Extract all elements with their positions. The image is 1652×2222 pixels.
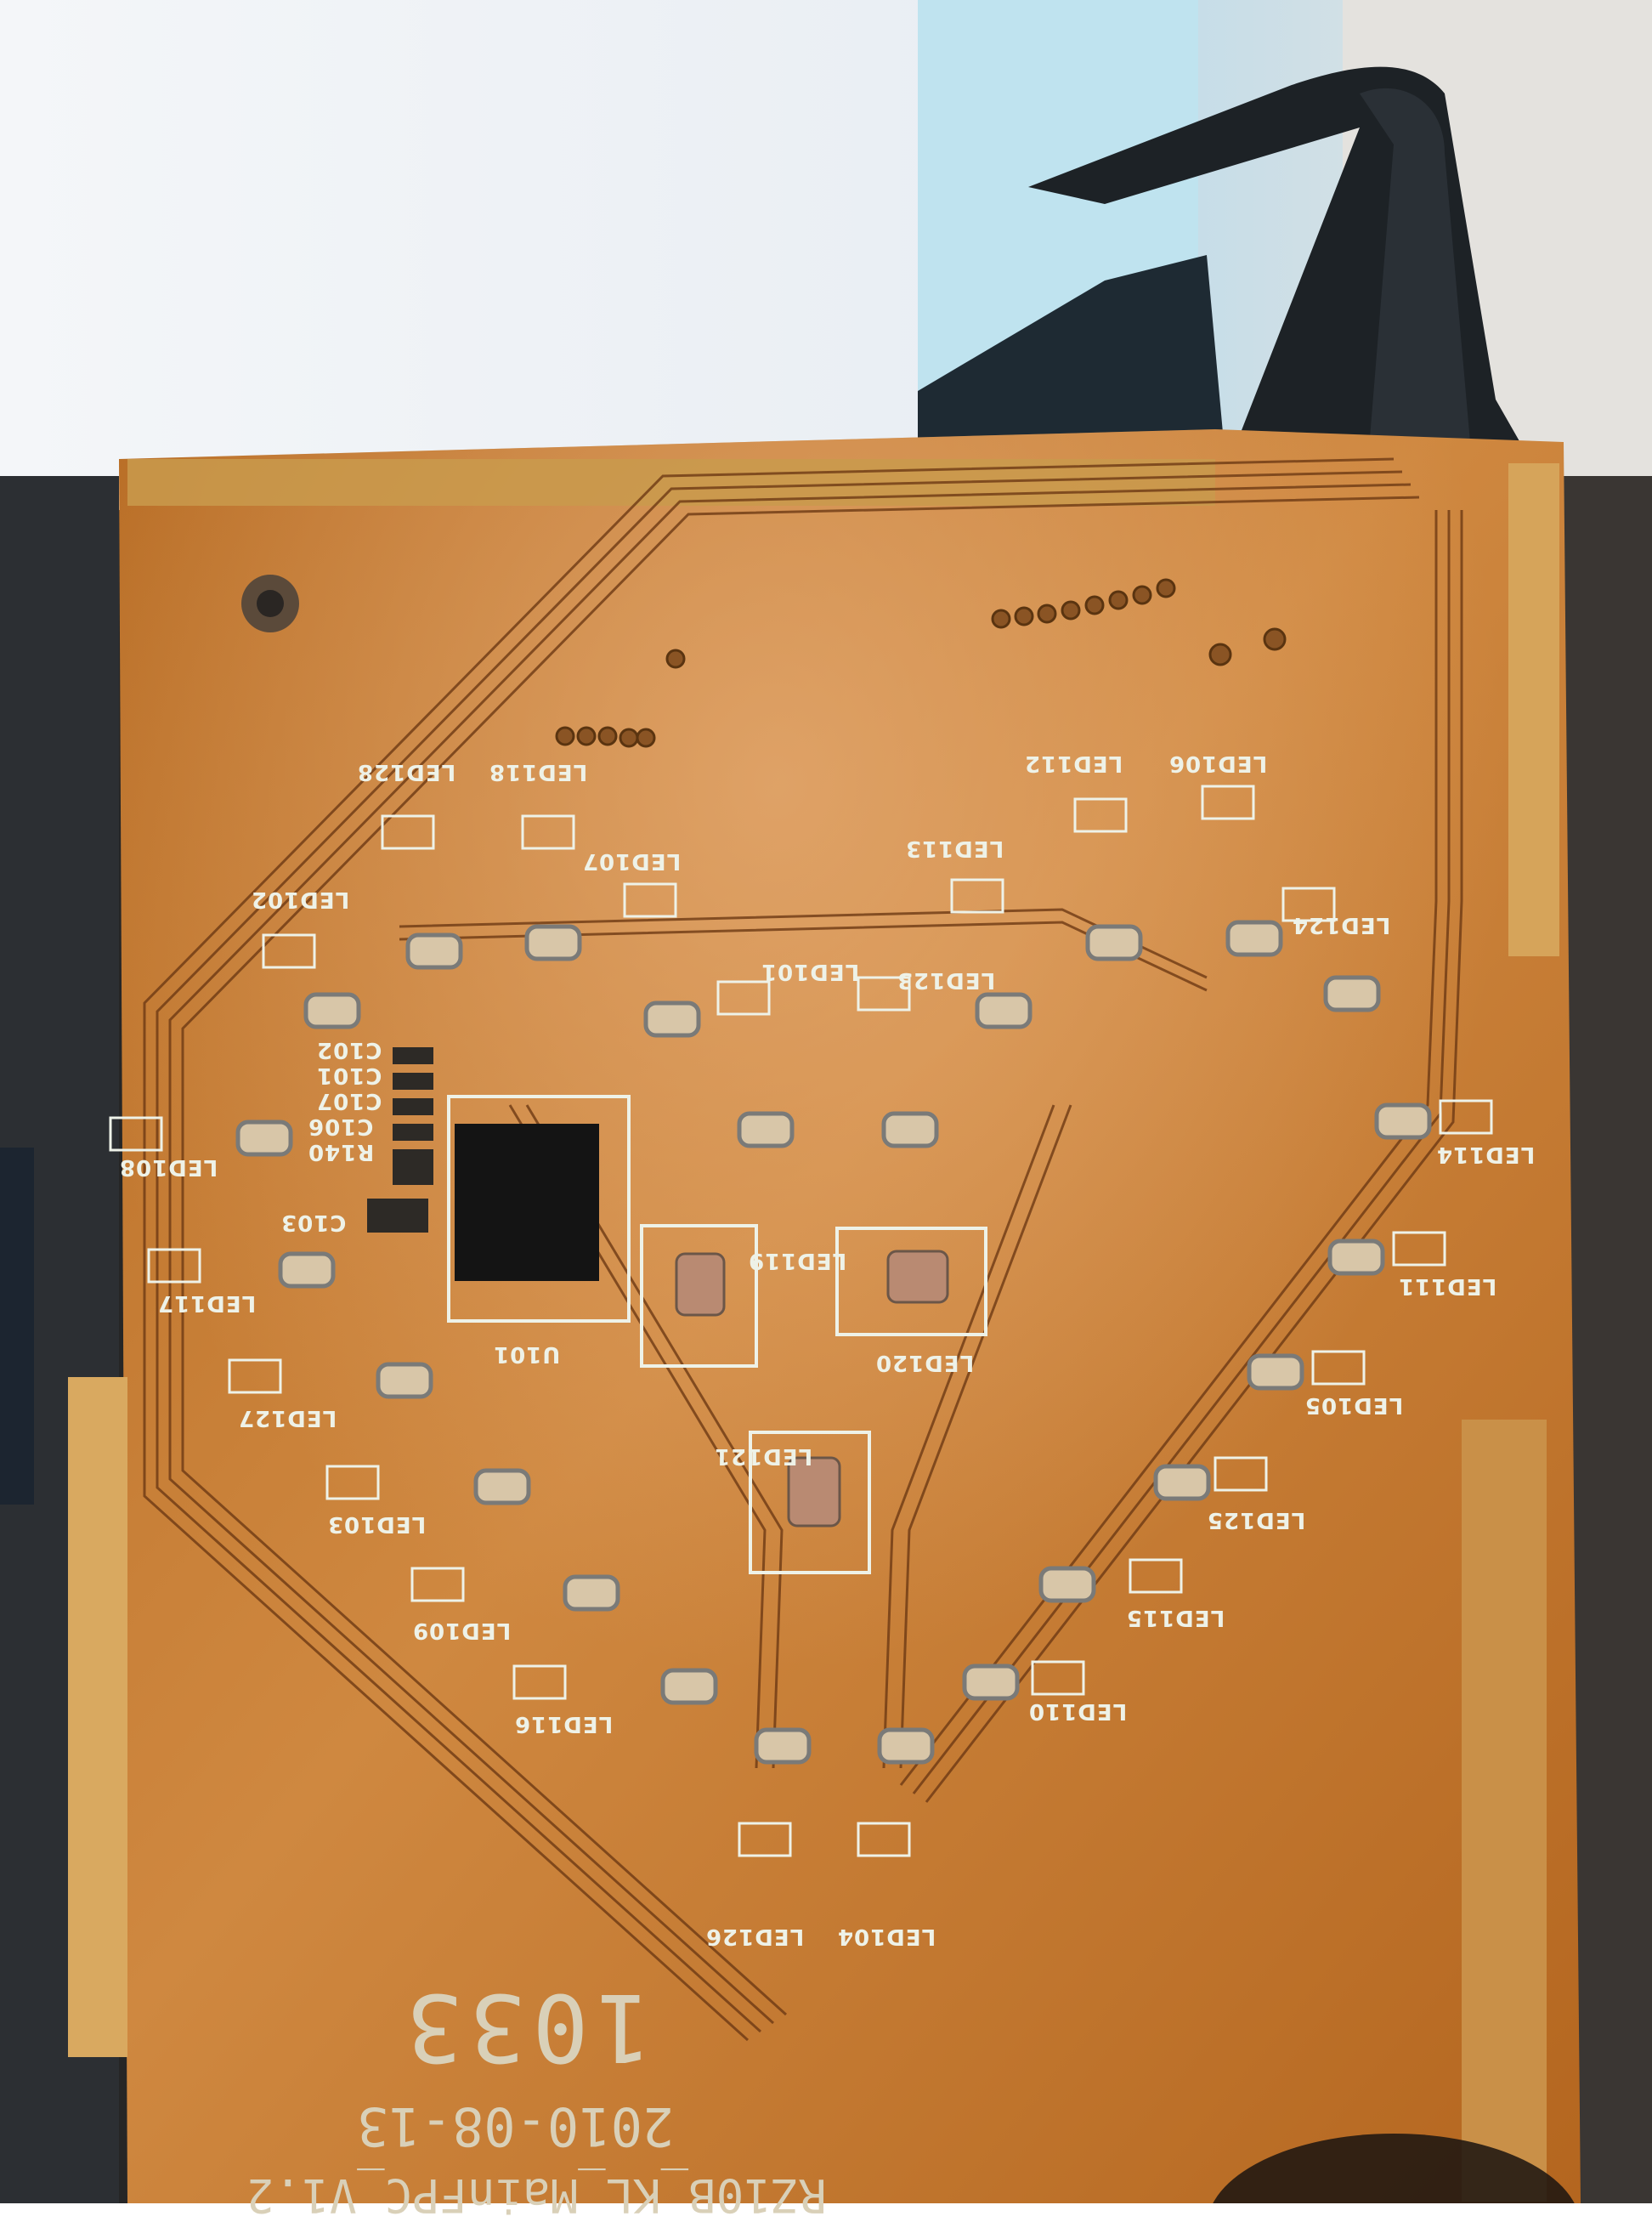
led-body-led127 — [376, 1362, 433, 1399]
led-label-led111: LED111 — [1398, 1273, 1497, 1299]
chip-label: U101 — [493, 1341, 561, 1367]
label-c107: C107 — [316, 1088, 382, 1114]
silk-box-led127 — [228, 1358, 282, 1394]
silk-box-led108 — [109, 1116, 163, 1152]
led-label-led104: LED104 — [837, 1924, 936, 1949]
led-body-led109 — [563, 1574, 620, 1612]
led-label-led107: LED107 — [582, 848, 682, 874]
silk-box-led109 — [410, 1567, 465, 1602]
led-body-led128 — [405, 932, 463, 970]
led-body-led125 — [1153, 1464, 1211, 1501]
led-body-led124 — [1323, 975, 1381, 1012]
silk-box-led113 — [950, 878, 1004, 914]
led-label-led115: LED115 — [1126, 1605, 1225, 1630]
led-label-led121: LED121 — [714, 1443, 813, 1469]
led-label-led124: LED124 — [1292, 912, 1391, 938]
led-label-led123: LED123 — [897, 967, 996, 993]
silk-box-led115 — [1129, 1558, 1183, 1594]
silk-box-led106 — [1201, 785, 1255, 820]
label-r140: R140 — [308, 1139, 375, 1165]
label-c106: C106 — [308, 1114, 374, 1139]
silk-box-led123 — [857, 976, 911, 1012]
led-body-led123 — [881, 1111, 939, 1148]
label-c103: C103 — [280, 1210, 347, 1235]
silk-box-led117 — [147, 1248, 201, 1284]
led-label-led120: LED120 — [875, 1350, 975, 1375]
led-body-led107 — [643, 1000, 701, 1038]
led-label-led128: LED128 — [357, 759, 456, 785]
silk-box-led116 — [512, 1664, 567, 1700]
led-label-led125: LED125 — [1207, 1507, 1306, 1533]
board-name: RZ10B_KL_MainFPC_V1.2 — [246, 2168, 827, 2222]
silk-box-led112 — [1073, 797, 1128, 833]
led-body-led117 — [278, 1251, 336, 1289]
silk-box-led124 — [1281, 887, 1336, 922]
led-label-led113: LED113 — [905, 836, 1004, 861]
led-body-led114 — [1374, 1102, 1432, 1140]
led-label-led102: LED102 — [251, 887, 350, 912]
silk-box-led128 — [381, 814, 435, 850]
silk-box-led111 — [1392, 1231, 1446, 1267]
led-body-led102 — [303, 992, 361, 1029]
led-label-led127: LED127 — [238, 1405, 337, 1431]
led-body-led104 — [877, 1727, 935, 1765]
led-label-led101: LED101 — [761, 959, 860, 984]
led-label-led117: LED117 — [157, 1290, 257, 1316]
led-label-led119: LED119 — [748, 1248, 847, 1273]
led-body-led118 — [524, 924, 582, 961]
silk-box-led110 — [1031, 1660, 1085, 1696]
led-body-led108 — [235, 1120, 293, 1157]
silk-box-led102 — [262, 933, 316, 969]
led-body-led116 — [660, 1668, 718, 1705]
label-c101: C101 — [316, 1063, 382, 1088]
led-body-led113 — [975, 992, 1032, 1029]
silk-box-led118 — [521, 814, 575, 850]
led-label-led103: LED103 — [327, 1511, 427, 1537]
led-body-led115 — [1038, 1566, 1096, 1603]
silk-box-led105 — [1311, 1350, 1366, 1386]
led-body-led126 — [754, 1727, 812, 1765]
label-c102: C102 — [316, 1037, 382, 1063]
led-label-led110: LED110 — [1028, 1698, 1128, 1724]
led-label-led114: LED114 — [1436, 1142, 1536, 1167]
silk-box-led114 — [1439, 1099, 1493, 1135]
board-code: 1033 — [399, 1973, 652, 2082]
led-label-led105: LED105 — [1304, 1392, 1404, 1418]
silk-box-led101 — [716, 980, 771, 1016]
led-label-led118: LED118 — [489, 759, 588, 785]
led-body-led105 — [1247, 1353, 1304, 1391]
silk-box-led104 — [857, 1822, 911, 1857]
led-body-led110 — [962, 1664, 1020, 1701]
led-label-led126: LED126 — [705, 1924, 805, 1949]
silk-box-led107 — [623, 882, 677, 918]
led-label-led109: LED109 — [412, 1618, 512, 1643]
board-date: 2010-08-13 — [357, 2095, 675, 2157]
led-label-led112: LED112 — [1024, 751, 1123, 776]
led-label-led108: LED108 — [119, 1154, 218, 1180]
led-label-led116: LED116 — [514, 1711, 614, 1737]
silk-box-led126 — [738, 1822, 792, 1857]
silk-box-led103 — [325, 1465, 380, 1500]
led-body-led112 — [1085, 924, 1143, 961]
led-body-led106 — [1225, 920, 1283, 957]
silk-box-led125 — [1214, 1456, 1268, 1492]
led-label-led106: LED106 — [1168, 751, 1268, 776]
led-body-led111 — [1327, 1239, 1385, 1276]
led-body-led103 — [473, 1468, 531, 1505]
led-body-led101 — [737, 1111, 795, 1148]
